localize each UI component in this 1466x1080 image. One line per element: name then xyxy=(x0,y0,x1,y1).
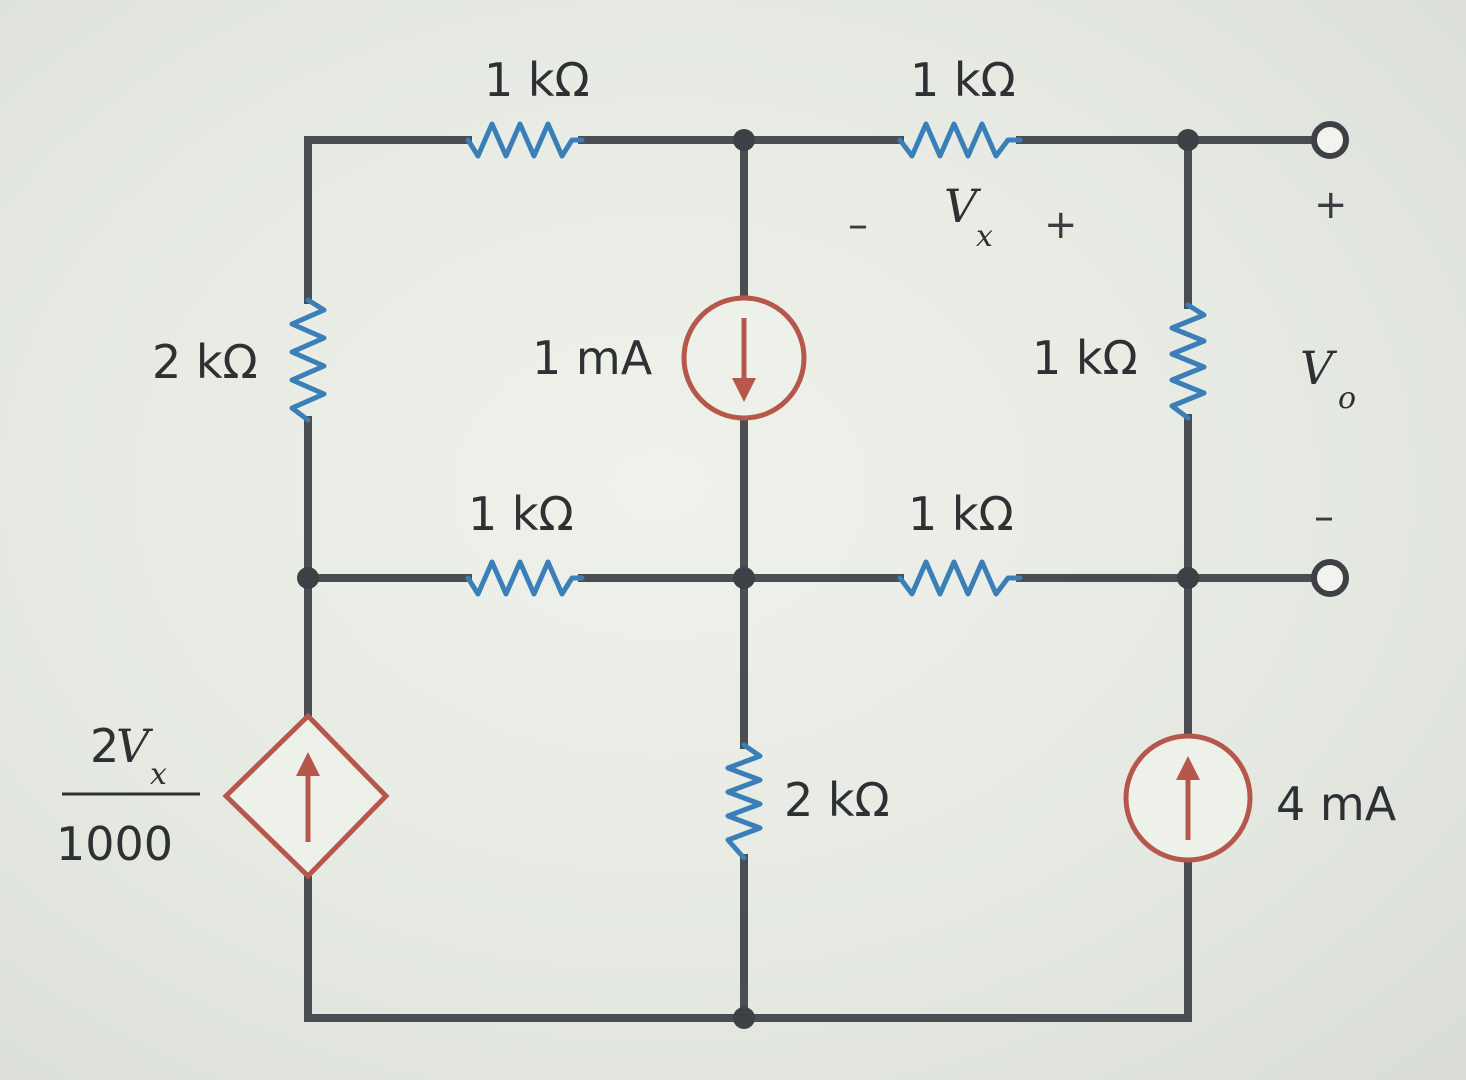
resistors xyxy=(289,121,1207,861)
resistor-mid-left xyxy=(465,559,585,597)
node-top-right xyxy=(1177,129,1199,151)
resistor-bottom-2k xyxy=(725,742,763,861)
resistor-top-left xyxy=(465,121,585,159)
resistor-left-2k xyxy=(289,297,327,423)
terminal-positive xyxy=(1311,121,1349,159)
label-src-center: 1 mA xyxy=(532,331,653,385)
arrowhead-icon xyxy=(1176,756,1200,780)
current-source-1ma xyxy=(681,295,807,421)
vx-var: V xyxy=(944,179,982,233)
node-mid-left xyxy=(297,567,319,589)
label-r-mid-left: 1 kΩ xyxy=(468,487,574,541)
resistor-mid-right xyxy=(897,559,1023,597)
label-r-left: 2 kΩ xyxy=(152,335,258,389)
label-r-top-left: 1 kΩ xyxy=(484,53,590,107)
arrowhead-icon xyxy=(732,378,756,402)
labels: 1 kΩ 1 kΩ 2 kΩ 1 mA 1 kΩ 1 kΩ 1 kΩ 2 kΩ … xyxy=(56,53,1397,871)
dep-var: V xyxy=(116,719,154,773)
node-mid-right xyxy=(1177,567,1199,589)
vx-sub: x xyxy=(976,219,993,254)
vx-plus: + xyxy=(1044,202,1078,248)
label-r-top-right: 1 kΩ xyxy=(910,53,1016,107)
dep-coef: 2 xyxy=(90,719,119,773)
arrowhead-icon xyxy=(296,752,320,776)
label-r-mid-right: 1 kΩ xyxy=(908,487,1014,541)
output-terminals xyxy=(1311,121,1349,597)
dep-sub: x xyxy=(150,757,167,792)
dep-denominator: 1000 xyxy=(56,817,173,871)
label-r-bottom-middle: 2 kΩ xyxy=(784,773,890,827)
wires xyxy=(304,136,1322,1022)
label-src-right: 4 mA xyxy=(1276,777,1397,831)
vx-minus: – xyxy=(848,202,868,248)
dependent-current-source xyxy=(222,712,390,880)
current-source-4ma xyxy=(1123,733,1253,863)
node-mid-center xyxy=(733,567,755,589)
label-r-right-vertical: 1 kΩ xyxy=(1032,331,1138,385)
resistor-top-right xyxy=(897,121,1023,159)
vo-var: V xyxy=(1300,341,1338,395)
vo-minus: – xyxy=(1314,494,1334,540)
nodes xyxy=(297,129,1199,1029)
vo-plus: + xyxy=(1314,182,1348,228)
node-top-center xyxy=(733,129,755,151)
terminal-negative xyxy=(1311,559,1349,597)
node-bottom-center xyxy=(733,1007,755,1029)
vo-sub: o xyxy=(1338,381,1356,416)
resistor-right-vertical xyxy=(1169,302,1207,421)
